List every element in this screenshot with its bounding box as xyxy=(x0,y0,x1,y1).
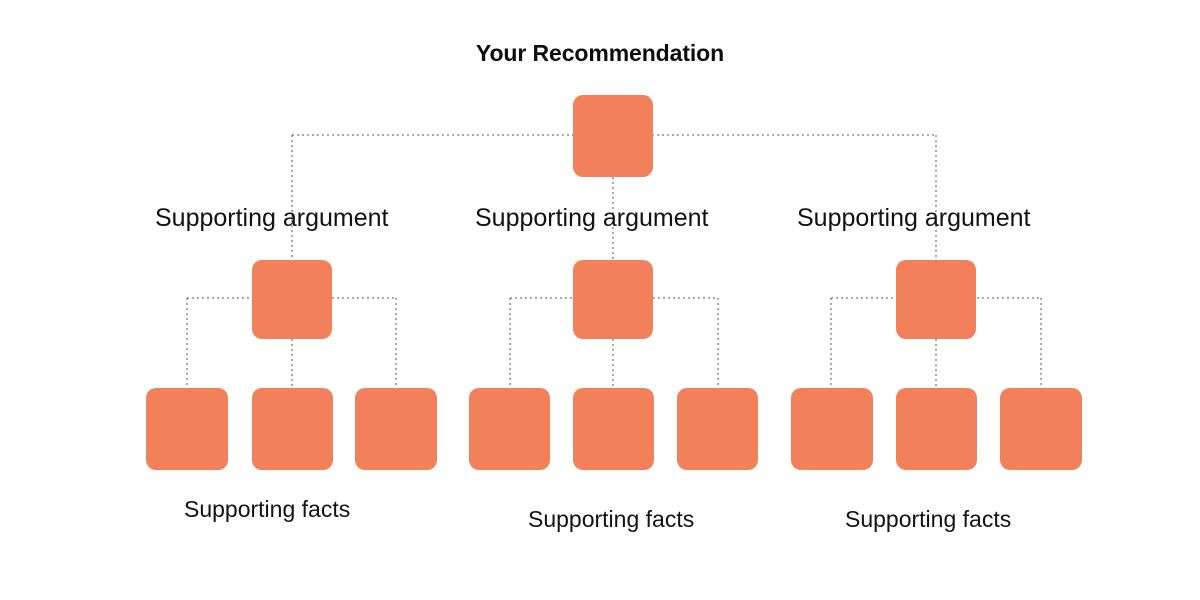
label-supporting-argument-2: Supporting argument xyxy=(475,204,709,232)
page-title: Your Recommendation xyxy=(475,40,725,66)
node-recommendation[interactable] xyxy=(573,95,653,177)
label-supporting-argument-1: Supporting argument xyxy=(155,204,389,232)
node-supporting-argument-2[interactable] xyxy=(573,260,653,339)
node-supporting-fact-3-3[interactable] xyxy=(1000,388,1082,470)
node-supporting-fact-1-1[interactable] xyxy=(146,388,228,470)
node-supporting-fact-1-2[interactable] xyxy=(252,388,333,470)
node-supporting-fact-2-1[interactable] xyxy=(469,388,550,470)
label-supporting-argument-3: Supporting argument xyxy=(797,204,1031,232)
node-supporting-fact-3-2[interactable] xyxy=(896,388,977,470)
node-supporting-fact-3-1[interactable] xyxy=(791,388,873,470)
label-supporting-facts-3: Supporting facts xyxy=(845,506,1012,532)
node-supporting-fact-1-3[interactable] xyxy=(355,388,437,470)
node-supporting-argument-3[interactable] xyxy=(896,260,976,339)
node-supporting-fact-2-3[interactable] xyxy=(677,388,758,470)
label-supporting-facts-1: Supporting facts xyxy=(184,496,351,522)
label-supporting-facts-2: Supporting facts xyxy=(528,506,695,532)
node-supporting-fact-2-2[interactable] xyxy=(573,388,654,470)
node-supporting-argument-1[interactable] xyxy=(252,260,332,339)
